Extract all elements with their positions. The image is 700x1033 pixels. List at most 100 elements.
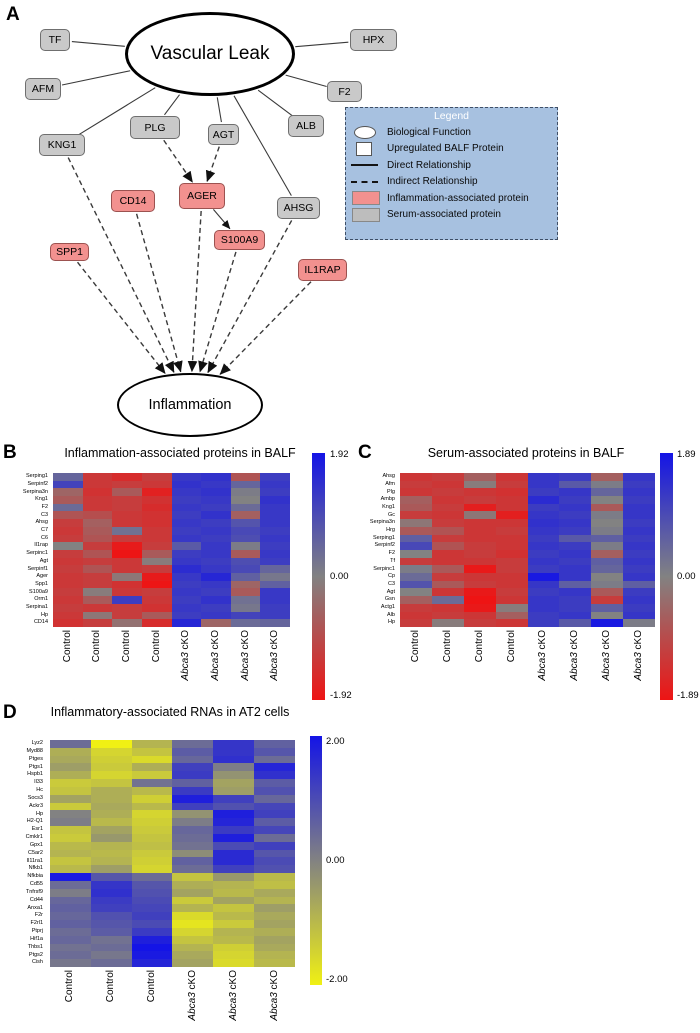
heatmap-cell <box>254 849 295 858</box>
row-label: Tf <box>390 557 395 564</box>
heatmap-cell <box>112 526 142 535</box>
heatmap-cell <box>53 596 83 604</box>
heatmap-cell <box>559 611 592 620</box>
heatmap-cell <box>112 519 142 527</box>
heatmap-cell <box>254 920 295 928</box>
heatmap-cell <box>623 488 655 497</box>
heatmap-cell <box>623 503 655 512</box>
heatmap-cell <box>171 511 202 520</box>
panel-a: A Vascular Leak Inflammation Legend Biol… <box>0 0 700 445</box>
heatmap-cell <box>254 912 295 921</box>
heatmap-cell <box>213 873 255 881</box>
heatmap-cell <box>400 580 432 589</box>
heatmap-cell <box>53 573 83 581</box>
heatmap-cell <box>623 557 655 566</box>
colorbar-c-max: 1.89 <box>677 449 696 460</box>
heatmap-cell <box>591 473 624 481</box>
heatmap-cell <box>171 496 202 504</box>
edge-ager-inflammation <box>187 210 202 373</box>
heatmap-cell <box>171 519 202 527</box>
heatmap-cell <box>559 534 592 543</box>
heatmap-cell <box>400 534 432 543</box>
row-label: Cp <box>387 573 395 580</box>
heatmap-cell <box>559 473 592 481</box>
row-label: C7 <box>40 527 48 534</box>
heatmap-cell <box>172 740 214 748</box>
row-label: Hif1a <box>30 935 43 942</box>
heatmap-cell <box>431 580 464 589</box>
heatmap-cell <box>213 802 255 811</box>
heatmap-cell <box>82 488 113 497</box>
heatmap-cell <box>431 611 464 620</box>
heatmap-b-colorbar <box>312 453 325 700</box>
column-label: Abca3 cKO <box>186 970 198 1021</box>
heatmap-cell <box>230 488 261 497</box>
heatmap-cell <box>141 588 172 597</box>
heatmap-cell <box>112 611 142 620</box>
edge-vascular_leak-tf <box>71 40 125 47</box>
heatmap-cell <box>591 619 624 627</box>
heatmap-cell <box>141 611 172 620</box>
heatmap-cell <box>112 480 142 489</box>
heatmap-cell <box>213 927 255 936</box>
heatmap-cell <box>131 959 173 967</box>
heatmap-cell <box>90 826 132 834</box>
heatmap-cell <box>495 511 528 520</box>
heatmap-cell <box>463 588 496 597</box>
row-label: Serpina3n <box>369 519 395 526</box>
row-label: Serpinc1 <box>373 565 395 572</box>
heatmap-b-title: Inflammation-associated proteins in BALF <box>64 446 296 460</box>
heatmap-cell <box>141 573 172 581</box>
row-label: Nfkb1 <box>28 865 43 872</box>
heatmap-cell <box>559 596 592 604</box>
heatmap-cell <box>213 912 255 921</box>
legend-item: Direct Relationship <box>351 157 552 174</box>
heatmap-cell <box>400 573 432 581</box>
heatmap-cell <box>201 534 231 543</box>
heatmap-cell <box>172 849 214 858</box>
heatmap-cell <box>559 503 592 512</box>
node-f2: F2 <box>327 81 362 102</box>
heatmap-cell <box>623 580 655 589</box>
heatmap-cell <box>141 496 172 504</box>
heatmap-cell <box>172 943 214 952</box>
heatmap-cell <box>201 603 231 612</box>
heatmap-cell <box>141 580 172 589</box>
heatmap-cell <box>90 841 132 850</box>
heatmap-d-grid <box>50 740 295 967</box>
heatmap-cell <box>82 511 113 520</box>
heatmap-cell <box>50 747 91 756</box>
heatmap-cell <box>201 473 231 481</box>
node-kng1: KNG1 <box>39 134 85 156</box>
heatmap-cell <box>112 596 142 604</box>
edge-agt-ager <box>205 146 220 182</box>
heatmap-cell <box>82 619 113 627</box>
heatmap-cell <box>112 534 142 543</box>
colorbar-b-max: 1.92 <box>330 449 349 460</box>
relationship-edges <box>61 40 349 375</box>
heatmap-cell <box>50 943 91 952</box>
heatmap-cell <box>90 810 132 819</box>
heatmap-cell <box>53 496 83 504</box>
row-label: Hp <box>387 619 395 626</box>
heatmap-cell <box>230 596 261 604</box>
edge-ager-s100a9 <box>212 208 231 230</box>
heatmap-cell <box>53 534 83 543</box>
colorbar-d-max: 2.00 <box>326 736 345 747</box>
row-label: Thbs1 <box>27 943 43 950</box>
heatmap-cell <box>171 542 202 550</box>
heatmap-cell <box>53 565 83 574</box>
edge-il1rap-inflammation <box>219 281 312 375</box>
heatmap-cell <box>591 511 624 520</box>
heatmap-cell <box>254 841 295 850</box>
heatmap-cell <box>495 534 528 543</box>
row-label: F2 <box>388 550 395 557</box>
heatmap-cell <box>172 841 214 850</box>
node-ahsg: AHSG <box>277 197 320 219</box>
heatmap-cell <box>495 526 528 535</box>
heatmap-cell <box>141 511 172 520</box>
row-label: Agt <box>39 557 48 564</box>
heatmap-cell <box>171 473 202 481</box>
